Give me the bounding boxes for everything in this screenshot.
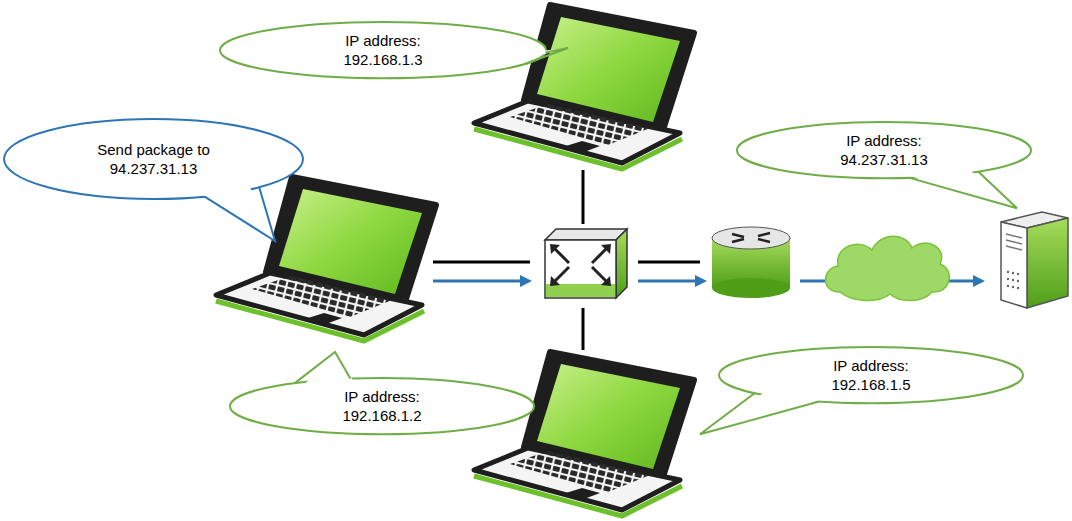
- bubble-outline: [218, 20, 548, 80]
- bubble-outline: [228, 376, 536, 436]
- server-icon: [1001, 212, 1068, 308]
- speech-bubble: IP address: 192.168.1.2: [228, 376, 536, 436]
- speech-bubble: IP address: 192.168.1.5: [717, 345, 1025, 405]
- bubble-text: IP address: 192.168.1.3: [308, 31, 458, 69]
- bubble-text: IP address: 192.168.1.5: [796, 356, 946, 394]
- bubble-text: IP address: 192.168.1.2: [307, 387, 457, 425]
- speech-bubble: IP address: 94.237.31.13: [735, 120, 1033, 180]
- bubble-text: Send package to 94.237.31.13: [79, 140, 229, 178]
- bubble-outline: [717, 345, 1025, 405]
- bubble-outline: [735, 120, 1033, 180]
- bubble-outline: [2, 117, 305, 201]
- speech-bubble: Send package to 94.237.31.13: [2, 117, 305, 201]
- speech-bubble: IP address: 192.168.1.3: [218, 20, 548, 80]
- router-icon: [712, 227, 790, 298]
- bubble-text: IP address: 94.237.31.13: [809, 131, 959, 169]
- switch-icon: [545, 229, 627, 298]
